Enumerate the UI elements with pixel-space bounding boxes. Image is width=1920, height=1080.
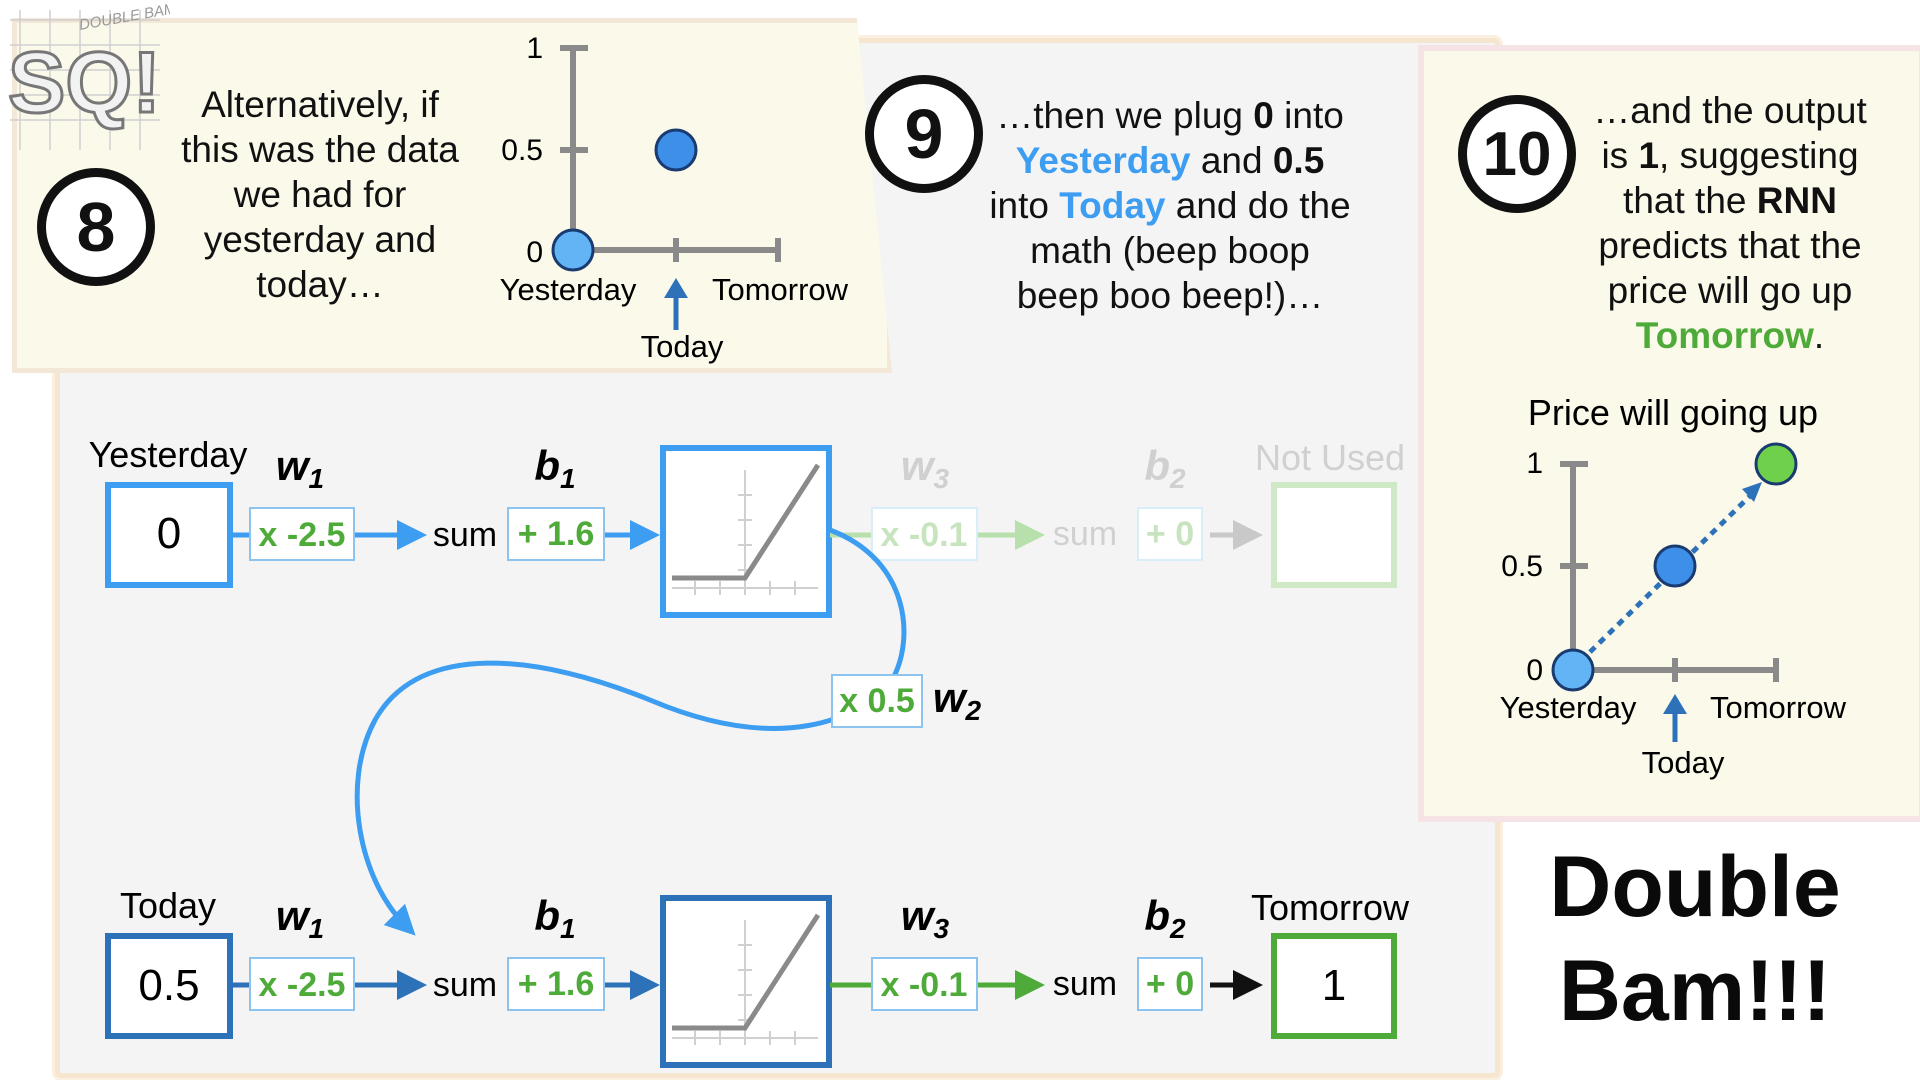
double-bam-title: Double Bam!!! (1549, 839, 1841, 1039)
top-w1-box (249, 507, 355, 561)
logo-text: SQ! (8, 35, 161, 131)
y-tick-0: 0 (526, 236, 543, 269)
bottom-b2-value: + 0 (1146, 965, 1194, 1003)
point-today (1653, 544, 1697, 588)
bottom-b1-box (507, 957, 605, 1011)
x-label-yesterday: Yesterday (1500, 690, 1637, 725)
step-8-panel (12, 18, 892, 373)
bottom-b2-box (1137, 957, 1203, 1011)
top-b1-value: + 1.6 (518, 515, 595, 553)
y-tick-1: 1 (1526, 447, 1543, 480)
top-w3-value: x -0.1 (881, 516, 968, 554)
top-input-value: 0 (157, 509, 181, 558)
x-label-today: Today (641, 329, 724, 364)
bottom-w1-value: x -2.5 (259, 966, 346, 1004)
point-tomorrow (1754, 442, 1798, 486)
step-10-text: …and the output is 1, suggesting that th… (1593, 90, 1867, 356)
step-9-text: …then we plug 0 into Yesterday and 0.5 i… (989, 95, 1351, 316)
bottom-output-label: Tomorrow (1251, 887, 1410, 928)
bottom-output-box (1271, 933, 1397, 1039)
point-yesterday (1551, 648, 1595, 692)
logo-icon: SQ! DOUBLE BAM!!! (7, 0, 170, 150)
top-b2-box (1137, 507, 1203, 561)
bottom-output-value: 1 (1322, 961, 1346, 1010)
y-tick-0.5: 0.5 (1501, 550, 1543, 583)
top-input-label: Yesterday (89, 434, 248, 475)
trend-arrow-head-icon (1742, 482, 1762, 502)
step-10-chart: Price will going up 1 0.5 0 Yesterday To… (1500, 392, 1847, 780)
bottom-b2-label: b2 (1144, 892, 1186, 944)
point-today (654, 128, 698, 172)
x-label-tomorrow: Tomorrow (712, 272, 849, 307)
x-label-tomorrow: Tomorrow (1710, 690, 1847, 725)
bottom-sum-label: sum (433, 966, 497, 1004)
top-b1-box (507, 507, 605, 561)
y-tick-0: 0 (1526, 654, 1543, 687)
step-10-badge: 10 (1458, 95, 1576, 213)
bottom-w1-box (249, 957, 355, 1011)
bottom-input-value: 0.5 (138, 961, 199, 1010)
top-output-label: Not Used (1255, 437, 1405, 478)
point-yesterday (551, 228, 595, 272)
w2-box (831, 674, 923, 728)
top-output-box (1271, 482, 1397, 588)
w2-label: w2 (933, 674, 982, 726)
bottom-input-label: Today (120, 885, 216, 926)
top-b2-label: b2 (1144, 442, 1186, 494)
trend-arrow (1588, 494, 1752, 654)
top-sum2-label: sum (1053, 515, 1117, 553)
top-relu-icon (672, 463, 821, 595)
bottom-b1-label: b1 (534, 892, 575, 944)
x-label-today: Today (1642, 745, 1725, 780)
bottom-relu-icon (672, 913, 821, 1045)
y-tick-0.5: 0.5 (501, 134, 543, 167)
top-w3-box (871, 507, 978, 561)
w2-value: x 0.5 (839, 682, 915, 720)
step-8-text: Alternatively, if this was the data we h… (181, 84, 459, 305)
bottom-w3-box (871, 957, 978, 1011)
feedback-loop-arrow (354, 527, 907, 936)
top-w1-label: w1 (276, 442, 324, 494)
bottom-w1-label: w1 (276, 892, 324, 944)
top-b1-label: b1 (534, 442, 575, 494)
bottom-sum2-label: sum (1053, 965, 1117, 1003)
x-label-yesterday: Yesterday (500, 272, 637, 307)
top-w1-value: x -2.5 (259, 516, 346, 554)
step-8-chart: 1 0.5 0 Yesterday Tomorrow Today (500, 32, 849, 364)
top-sum-label: sum (433, 516, 497, 554)
bottom-input-box (105, 933, 233, 1039)
bottom-b1-value: + 1.6 (518, 965, 595, 1003)
bottom-w3-label: w3 (901, 892, 950, 944)
bottom-w3-value: x -0.1 (881, 966, 968, 1004)
step-9-badge: 9 (865, 75, 983, 193)
top-b2-value: + 0 (1146, 515, 1194, 553)
chart-title: Price will going up (1528, 392, 1818, 433)
step-8-badge: 8 (37, 168, 155, 286)
top-input-box (105, 482, 233, 588)
top-w3-label: w3 (901, 442, 950, 494)
y-tick-1: 1 (526, 32, 543, 65)
